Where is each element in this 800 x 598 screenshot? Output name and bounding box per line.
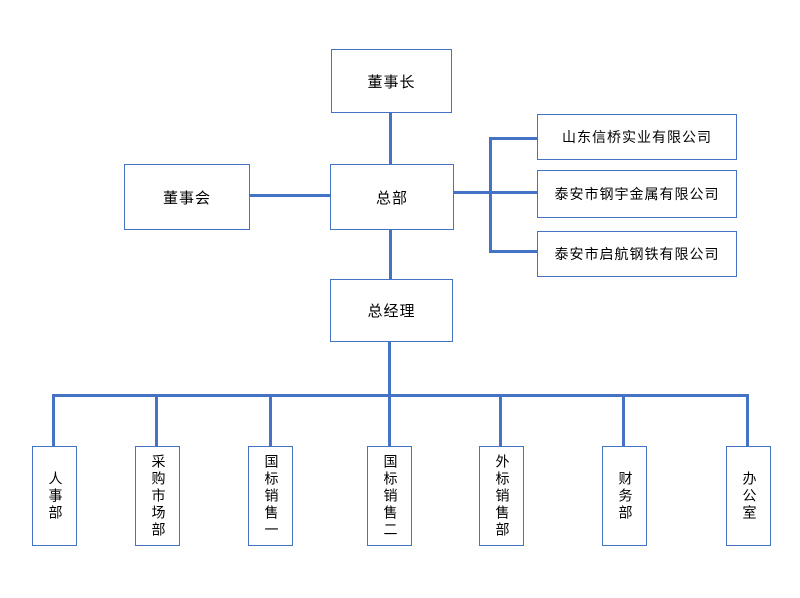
connector-subsidiary-3-stub bbox=[489, 250, 537, 253]
node-subsidiary-3[interactable]: 泰安市启航钢铁有限公司 bbox=[537, 231, 737, 277]
node-chairman[interactable]: 董事长 bbox=[331, 49, 452, 113]
node-dept-national-sales-2-label: 国标销售二 bbox=[381, 453, 398, 539]
node-board-of-directors[interactable]: 董事会 bbox=[124, 164, 250, 230]
node-dept-office-label: 办公室 bbox=[740, 470, 757, 522]
node-general-manager[interactable]: 总经理 bbox=[330, 279, 453, 342]
node-dept-office[interactable]: 办公室 bbox=[726, 446, 771, 546]
connector-drop-dept-2 bbox=[155, 394, 158, 446]
node-dept-hr[interactable]: 人事部 bbox=[32, 446, 77, 546]
connector-board-headquarters bbox=[250, 194, 330, 197]
node-dept-external-sales-label: 外标销售部 bbox=[493, 453, 510, 539]
connector-subsidiary-1-stub bbox=[489, 137, 537, 140]
node-subsidiary-2-label: 泰安市钢宇金属有限公司 bbox=[554, 187, 720, 203]
node-dept-purchasing-market[interactable]: 采购市场部 bbox=[135, 446, 180, 546]
node-dept-purchasing-market-label: 采购市场部 bbox=[149, 453, 166, 539]
node-subsidiary-3-label: 泰安市启航钢铁有限公司 bbox=[554, 247, 720, 263]
node-dept-national-sales-2[interactable]: 国标销售二 bbox=[367, 446, 412, 546]
node-chairman-label: 董事长 bbox=[367, 72, 416, 91]
node-headquarters[interactable]: 总部 bbox=[330, 164, 454, 230]
node-dept-finance[interactable]: 财务部 bbox=[602, 446, 647, 546]
connector-gm-departments bbox=[388, 342, 391, 394]
connector-drop-dept-6 bbox=[622, 394, 625, 446]
node-board-label: 董事会 bbox=[162, 188, 211, 207]
node-headquarters-label: 总部 bbox=[375, 188, 408, 207]
connector-drop-dept-4 bbox=[388, 394, 391, 446]
connector-drop-dept-1 bbox=[52, 394, 55, 446]
node-subsidiary-1-label: 山东信桥实业有限公司 bbox=[562, 130, 712, 146]
node-dept-national-sales-1[interactable]: 国标销售一 bbox=[248, 446, 293, 546]
connector-drop-dept-7 bbox=[746, 394, 749, 446]
node-dept-external-sales[interactable]: 外标销售部 bbox=[479, 446, 524, 546]
connector-chairman-headquarters bbox=[389, 113, 392, 164]
connector-drop-dept-3 bbox=[269, 394, 272, 446]
node-general-manager-label: 总经理 bbox=[367, 302, 416, 320]
node-dept-finance-label: 财务部 bbox=[616, 470, 633, 522]
connector-headquarters-gm bbox=[389, 230, 392, 279]
node-dept-national-sales-1-label: 国标销售一 bbox=[262, 453, 279, 539]
connector-subsidiaries-vertical bbox=[489, 137, 492, 253]
node-subsidiary-2[interactable]: 泰安市钢宇金属有限公司 bbox=[537, 170, 737, 218]
node-dept-hr-label: 人事部 bbox=[46, 470, 63, 522]
connector-headquarters-subsidiaries bbox=[453, 191, 537, 194]
connector-departments-spreader bbox=[52, 394, 749, 397]
node-subsidiary-1[interactable]: 山东信桥实业有限公司 bbox=[537, 114, 737, 160]
connector-drop-dept-5 bbox=[499, 394, 502, 446]
